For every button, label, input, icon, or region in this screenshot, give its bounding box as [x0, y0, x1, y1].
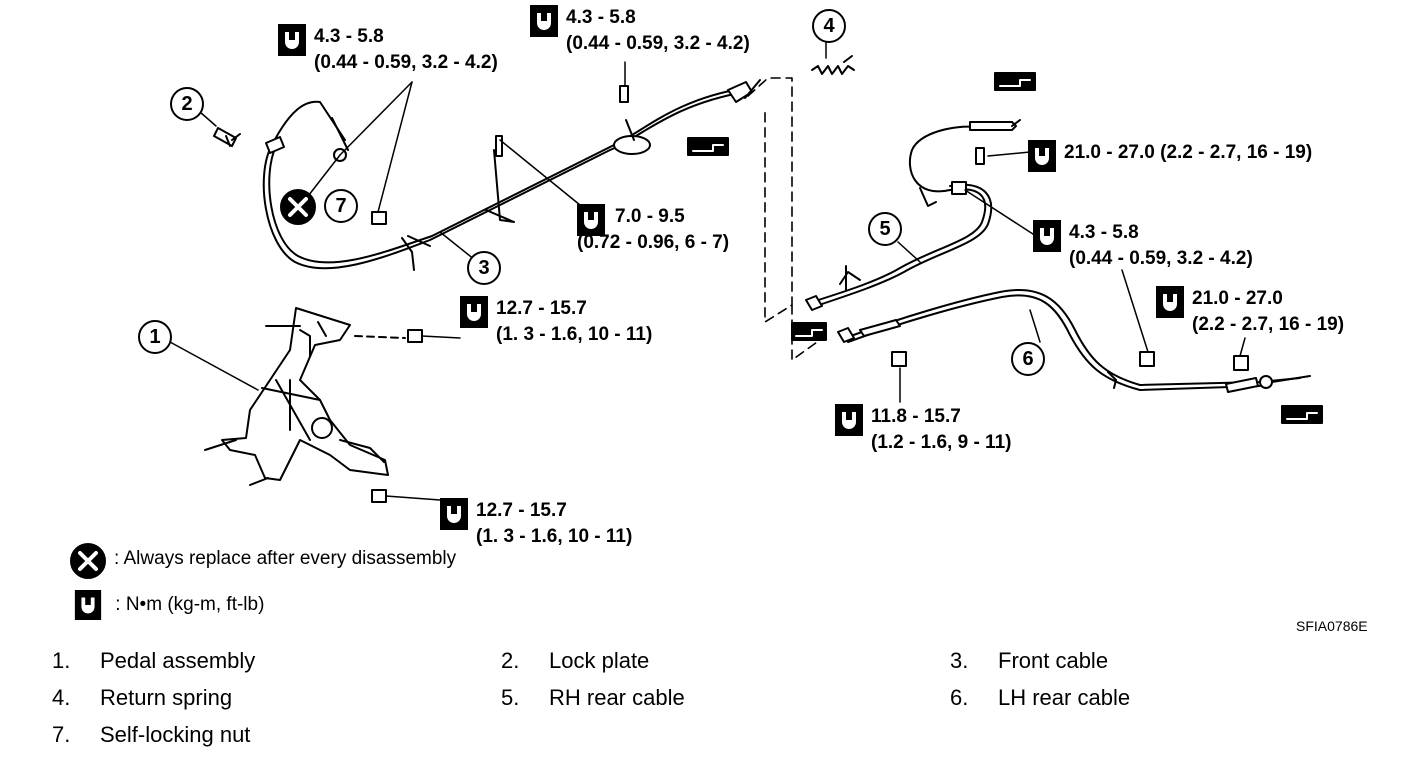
torque-spec: 21.0 - 27.0 (2.2 - 2.7, 16 - 19) [1028, 140, 1313, 172]
torque-wrench-icon [577, 204, 605, 236]
torque-wrench-icon [1033, 220, 1061, 252]
torque-value: 12.7 - 15.7 [476, 500, 567, 521]
parking-brake-diagram [70, 39, 1323, 579]
torque-value: 12.7 - 15.7 [496, 298, 587, 319]
torque-spec: 11.8 - 15.7 (1.2 - 1.6, 9 - 11) [835, 404, 1011, 456]
torque-wrench-icon [440, 498, 468, 530]
part-label: Self-locking nut [100, 722, 251, 747]
legend-units-text: : N•m (kg-m, ft-lb) [115, 594, 265, 616]
figure-code: SFIA0786E [1296, 618, 1368, 634]
torque-value: 4.3 - 5.8 [566, 7, 636, 28]
part-label: Front cable [998, 648, 1109, 673]
part-number: 2. [501, 648, 520, 673]
torque-value: 21.0 - 27.0 [1192, 288, 1283, 309]
part-label: LH rear cable [998, 685, 1131, 710]
torque-value-alt-units: (0.72 - 0.96, 6 - 7) [577, 232, 730, 253]
torque-value: 4.3 - 5.8 [314, 26, 384, 47]
part-number: 3. [950, 648, 969, 673]
front-cable-drawing [262, 79, 761, 271]
torque-wrench-icon [1028, 140, 1056, 172]
cable-end-icon [687, 137, 729, 156]
torque-wrench-icon [74, 590, 102, 620]
part-number: 5. [501, 685, 520, 710]
legend-replace: : Always replace after every disassembly [114, 548, 456, 570]
part-number: 7. [52, 722, 71, 747]
torque-value-alt-units: (0.44 - 0.59, 3.2 - 4.2) [1069, 248, 1253, 269]
leader-lines [169, 39, 1246, 501]
torque-wrench-icon [1156, 286, 1184, 318]
torque-value: 4.3 - 5.8 [1069, 222, 1139, 243]
legend-replace-text: : Always replace after every disassembly [114, 548, 457, 569]
return-spring-drawing [811, 55, 855, 75]
pedal-assembly-drawing [204, 307, 406, 486]
callout-7: 7 [324, 189, 358, 223]
connector-dashed-outline [747, 77, 821, 361]
cable-end-icon [791, 322, 827, 341]
replace-x-icon [70, 543, 106, 579]
torque-value-alt-units: (2.2 - 2.7, 16 - 19) [1192, 314, 1345, 335]
torque-value-alt-units: (1. 3 - 1.6, 10 - 11) [496, 324, 653, 345]
torque-value-alt-units: (1.2 - 1.6, 9 - 11) [871, 432, 1012, 453]
callout-2: 2 [170, 87, 204, 121]
torque-value: 21.0 - 27.0 (2.2 - 2.7, 16 - 19) [1064, 142, 1313, 163]
cable-end-icon [1281, 405, 1323, 424]
torque-spec: 4.3 - 5.8 (0.44 - 0.59, 3.2 - 4.2) [1033, 220, 1253, 272]
torque-value-alt-units: (1. 3 - 1.6, 10 - 11) [476, 526, 633, 547]
part-number: 1. [52, 648, 71, 673]
torque-wrench-icon [530, 5, 558, 37]
callout-3: 3 [467, 251, 501, 285]
torque-value: 7.0 - 9.5 [615, 206, 685, 227]
rh-rear-cable-drawing [805, 119, 1021, 311]
torque-wrench-icon [278, 24, 306, 56]
callout-6: 6 [1011, 342, 1045, 376]
torque-wrench-icon [460, 296, 488, 328]
torque-value-alt-units: (0.44 - 0.59, 3.2 - 4.2) [314, 52, 498, 73]
torque-value-alt-units: (0.44 - 0.59, 3.2 - 4.2) [566, 33, 750, 54]
part-label: Lock plate [549, 648, 650, 673]
callout-5: 5 [868, 212, 902, 246]
torque-wrench-icon [835, 404, 863, 436]
torque-spec: 21.0 - 27.0 (2.2 - 2.7, 16 - 19) [1156, 286, 1344, 338]
replace-x-icon [280, 189, 316, 225]
torque-spec: 4.3 - 5.8 (0.44 - 0.59, 3.2 - 4.2) [530, 5, 750, 57]
torque-spec: 7.0 - 9.5 (0.72 - 0.96, 6 - 7) [577, 204, 729, 256]
lock-plate-drawing [213, 127, 241, 147]
torque-spec: 4.3 - 5.8 (0.44 - 0.59, 3.2 - 4.2) [278, 24, 498, 76]
lh-rear-cable-drawing [837, 289, 1311, 393]
part-label: Return spring [100, 685, 233, 710]
part-label: Pedal assembly [100, 648, 256, 673]
torque-value: 11.8 - 15.7 [871, 406, 961, 427]
torque-spec: 12.7 - 15.7 (1. 3 - 1.6, 10 - 11) [460, 296, 652, 348]
cable-end-icon [994, 72, 1036, 91]
torque-spec: 12.7 - 15.7 (1. 3 - 1.6, 10 - 11) [440, 498, 632, 550]
part-label: RH rear cable [549, 685, 685, 710]
part-number: 4. [52, 685, 71, 710]
callout-4: 4 [812, 9, 846, 43]
legend-units: : N•m (kg-m, ft-lb) [74, 590, 264, 620]
callout-1: 1 [138, 320, 172, 354]
part-number: 6. [950, 685, 969, 710]
